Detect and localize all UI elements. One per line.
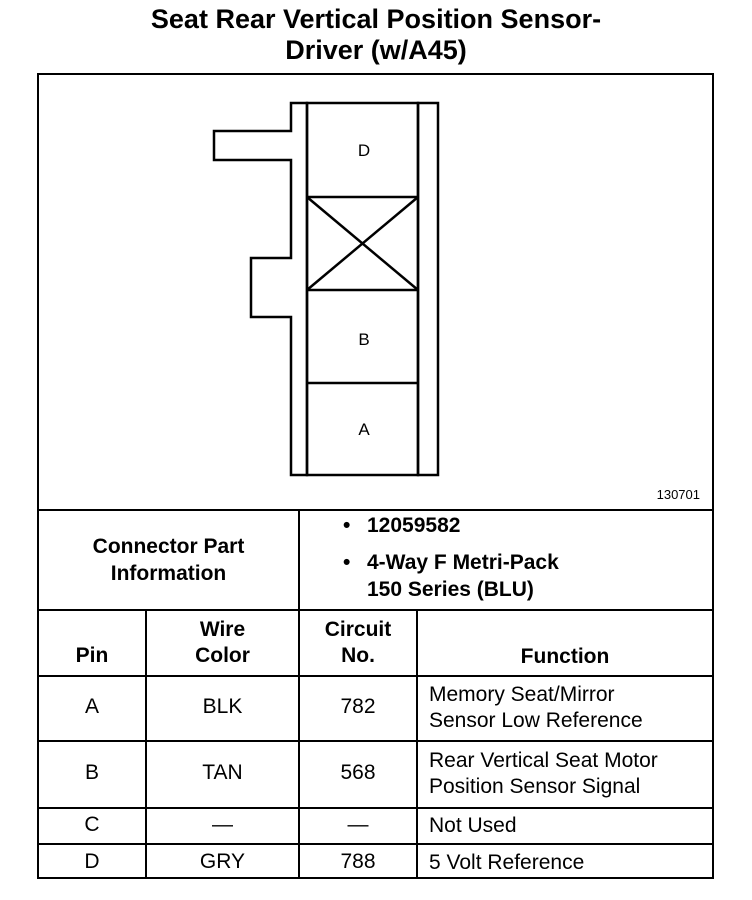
page-title: Seat Rear Vertical Position Sensor- Driv… xyxy=(0,4,752,66)
row-a-function-line-1: Memory Seat/Mirror xyxy=(429,683,615,706)
row-b-circuit: 568 xyxy=(340,761,376,784)
header-wire-line-2: Color xyxy=(195,644,250,667)
header-pin: Pin xyxy=(75,644,109,667)
cavity-label-d: D xyxy=(357,141,371,160)
row-b-function-line-1: Rear Vertical Seat Motor xyxy=(429,749,658,772)
rule-row-c xyxy=(39,843,712,845)
connector-drawing xyxy=(212,101,440,477)
rule-col-function xyxy=(416,609,418,877)
row-b-wire: TAN xyxy=(202,761,243,784)
header-circuit-no: Circuit No. xyxy=(300,617,416,669)
rule-col-wire xyxy=(145,609,147,877)
row-a-function-line-2: Sensor Low Reference xyxy=(429,709,643,732)
rule-row-b xyxy=(39,807,712,809)
bullet-part-number: • xyxy=(343,514,351,537)
row-a-circuit: 782 xyxy=(340,695,376,718)
rule-below-diagram xyxy=(39,509,712,511)
row-a-wire: BLK xyxy=(202,695,243,718)
row-c-circuit: — xyxy=(347,813,369,836)
empty-cavity-cross-2 xyxy=(306,196,419,291)
row-c-function: Not Used xyxy=(429,814,517,837)
header-circuit-line-1: Circuit xyxy=(324,618,392,641)
figure-number: 130701 xyxy=(656,487,700,502)
connector-label-line-1: Connector Part xyxy=(92,535,245,558)
title-line-1: Seat Rear Vertical Position Sensor- xyxy=(150,4,602,34)
header-circuit-line-2: No. xyxy=(341,644,375,667)
row-a-pin: A xyxy=(84,695,99,718)
cavity-label-a: A xyxy=(358,420,370,439)
header-wire-color: Wire Color xyxy=(147,617,298,669)
connector-diagram: D B A 130701 xyxy=(39,75,712,509)
row-c-pin: C xyxy=(84,813,100,836)
connector-description-line-2: 150 Series (BLU) xyxy=(367,578,534,601)
cavity-label-b: B xyxy=(358,330,370,349)
row-d-circuit: 788 xyxy=(340,850,376,873)
header-wire-line-1: Wire xyxy=(199,618,246,641)
row-d-wire: GRY xyxy=(199,850,246,873)
row-b-function-line-2: Position Sensor Signal xyxy=(429,775,641,798)
rule-row-a xyxy=(39,740,712,742)
header-function: Function xyxy=(520,645,610,668)
row-c-wire: — xyxy=(212,813,233,836)
rule-below-part-info xyxy=(39,609,712,611)
rule-below-headers xyxy=(39,675,712,677)
bullet-description: • xyxy=(343,551,351,574)
connector-right-rail xyxy=(416,101,440,477)
connector-housing-outline xyxy=(212,101,309,477)
part-number: 12059582 xyxy=(367,514,461,537)
row-d-pin: D xyxy=(84,850,100,873)
connector-sheet: D B A 130701 Connector Part Information … xyxy=(37,73,714,879)
rule-col-circuit xyxy=(298,509,300,877)
row-d-function: 5 Volt Reference xyxy=(429,851,585,874)
row-b-pin: B xyxy=(84,761,99,784)
connector-description-line-1: 4-Way F Metri-Pack xyxy=(367,551,559,574)
title-line-2: Driver (w/A45) xyxy=(285,35,467,65)
connector-label-line-2: Information xyxy=(110,562,227,585)
connector-part-info-label: Connector Part Information xyxy=(39,511,298,609)
